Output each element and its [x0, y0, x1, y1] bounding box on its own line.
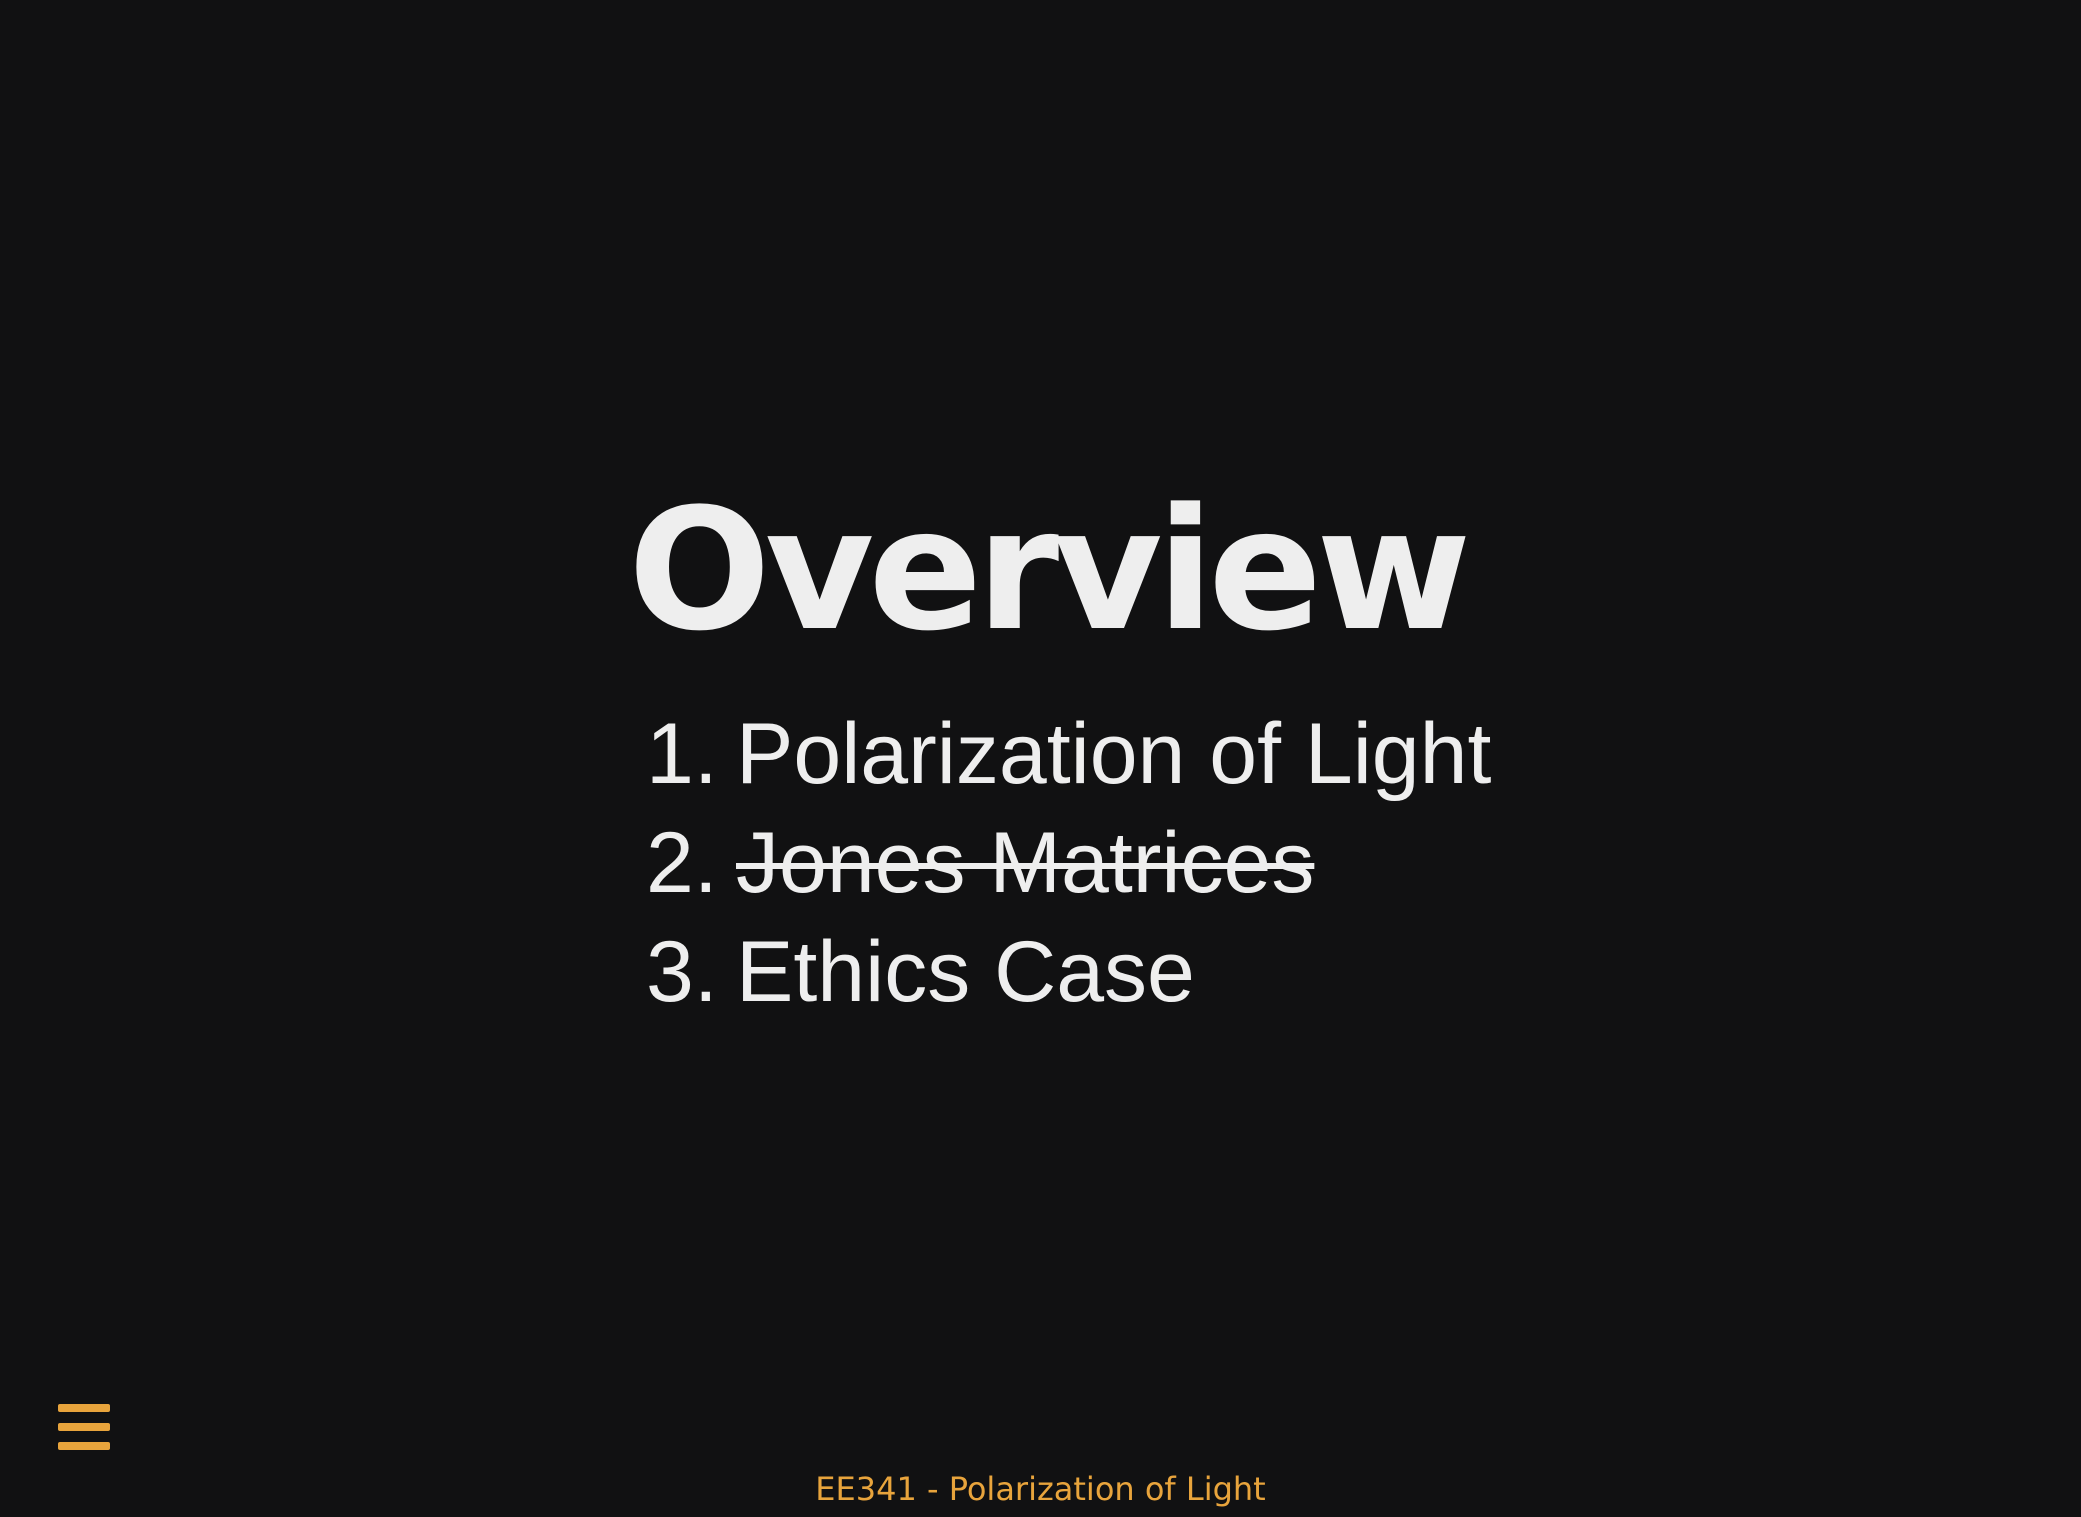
- menu-bar: [58, 1442, 110, 1450]
- menu-bar: [58, 1404, 110, 1412]
- menu-bar: [58, 1423, 110, 1431]
- slide-title: Overview: [628, 472, 1471, 668]
- agenda-item-polarization: 1.Polarization of Light: [646, 700, 1528, 809]
- agenda-item-label: Polarization of Light: [736, 706, 1492, 802]
- hamburger-menu-icon[interactable]: [58, 1404, 110, 1450]
- agenda-item-number: 2.: [646, 815, 718, 911]
- footer-title: EE341 - Polarization of Light: [815, 1470, 1266, 1508]
- agenda-item-number: 1.: [646, 706, 718, 802]
- agenda-item-label: Ethics Case: [736, 924, 1195, 1020]
- agenda-item-jones-matrices: 2.Jones Matrices: [646, 809, 1528, 918]
- agenda-item-number: 3.: [646, 924, 718, 1020]
- agenda-list: 1.Polarization of Light 2.Jones Matrices…: [628, 700, 1528, 1027]
- agenda-item-label-struck: Jones Matrices: [736, 815, 1315, 911]
- agenda-item-ethics-case: 3.Ethics Case: [646, 918, 1528, 1027]
- slide-content: Overview 1.Polarization of Light 2.Jones…: [628, 470, 1528, 1027]
